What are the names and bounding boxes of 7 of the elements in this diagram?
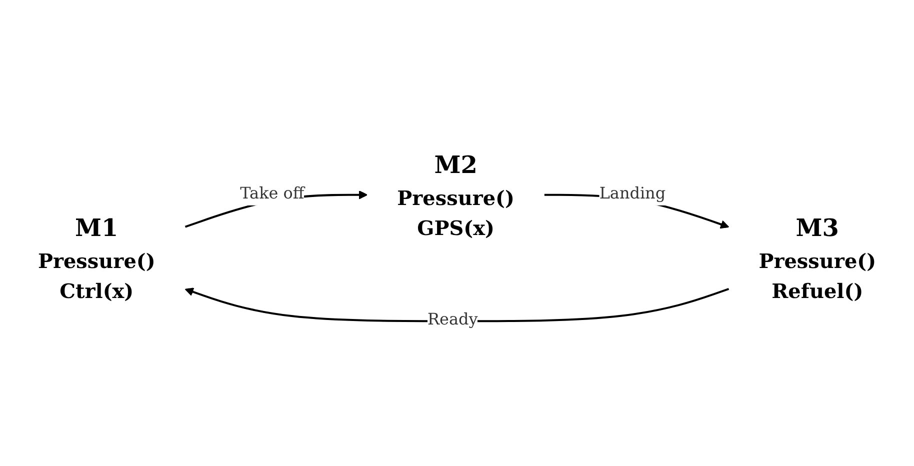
edge-label: Landing: [599, 183, 666, 202]
node-text: M2 Pressure() GPS(x): [397, 150, 514, 240]
arrow: [184, 287, 730, 322]
edge-label: Take off: [240, 183, 304, 202]
node-text: M3 Pressure() Refuel(): [758, 212, 876, 303]
edge-label: Ready: [428, 309, 478, 328]
node-text: M1 Pressure() Ctrl(x): [38, 212, 156, 303]
